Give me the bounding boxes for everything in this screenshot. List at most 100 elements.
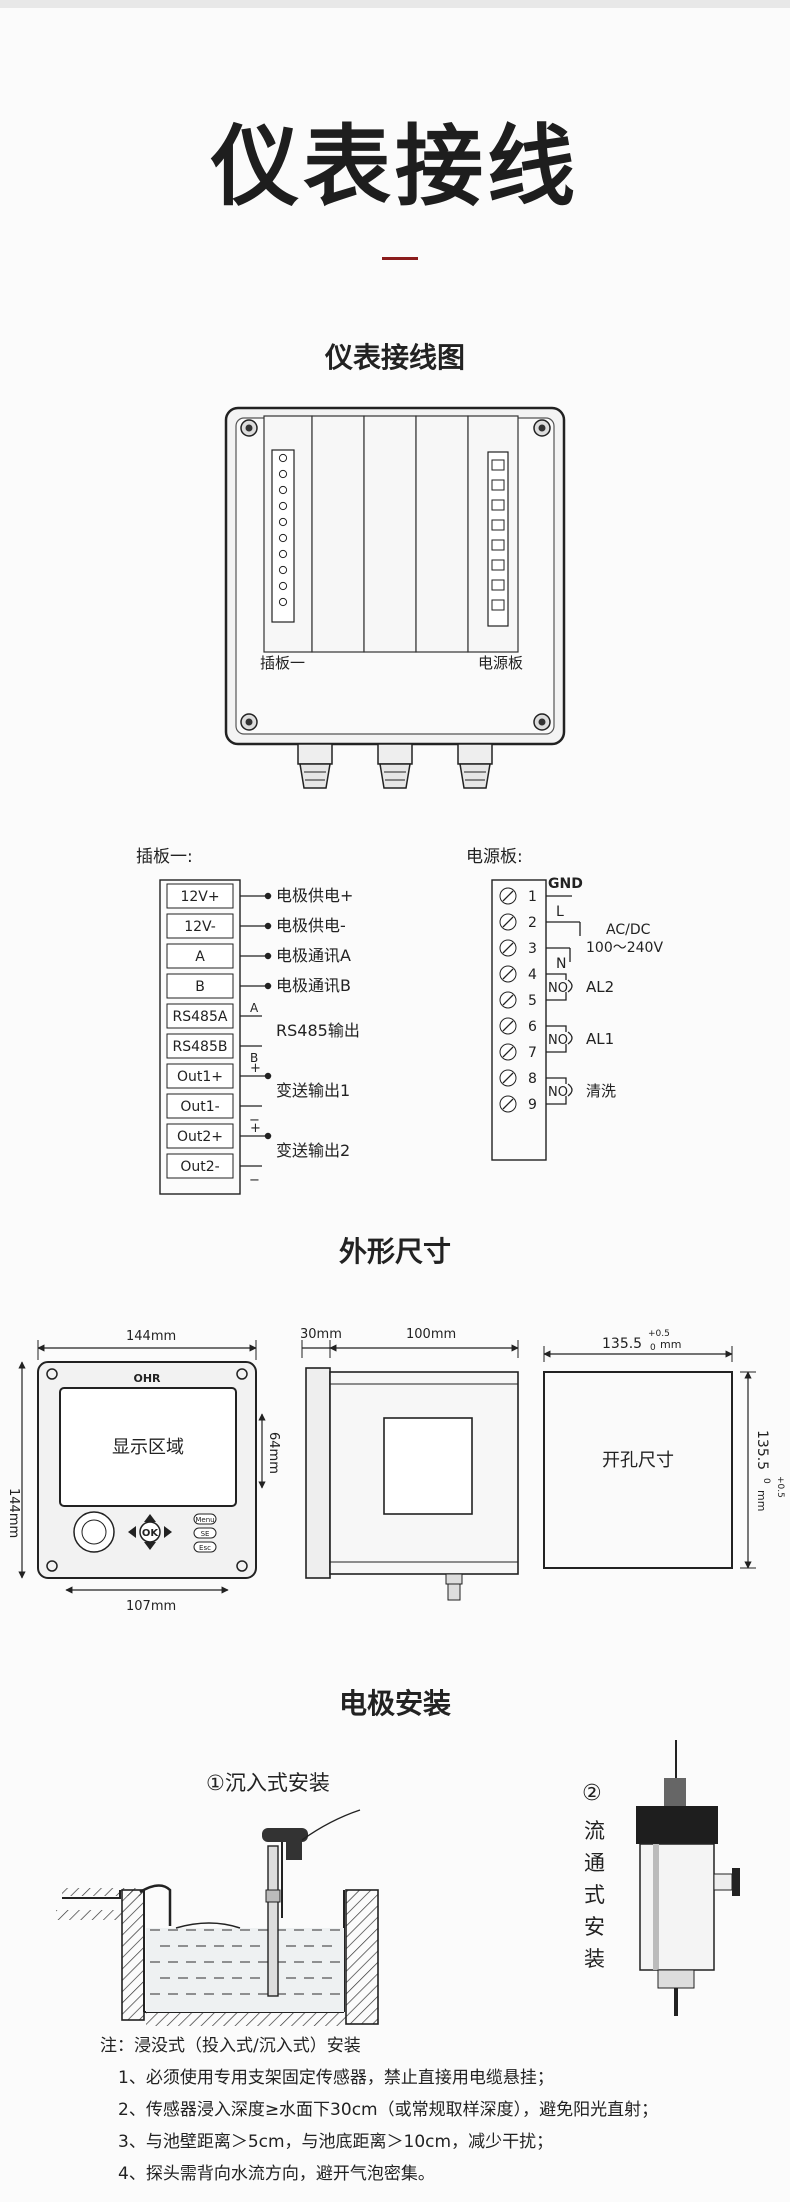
- top-bar: [0, 0, 790, 8]
- install-diagram: ①沉入式安装 ② 流 通 式 安 装: [56, 1740, 740, 2026]
- water: [146, 1928, 344, 2012]
- terminal-4: 4: [499, 965, 537, 983]
- install-notes: 注：浸没式（投入式/沉入式）安装 1、必须使用专用支架固定传感器，禁止直接用电缆…: [100, 2030, 780, 2190]
- display-area-text: 显示区域: [112, 1437, 184, 1458]
- note-item: 1、必须使用专用支架固定传感器，禁止直接用电缆悬挂；: [118, 2068, 554, 2088]
- marker-minus-out1: −: [249, 1113, 260, 1128]
- label-gnd: GND: [548, 876, 583, 892]
- corner-screw: [533, 713, 551, 731]
- dim-front-height: 144mm: [6, 1488, 21, 1538]
- marker-plus-out2: +: [250, 1121, 261, 1136]
- terminal-2: 2: [499, 913, 537, 931]
- dim-front-width: 144mm: [126, 1329, 176, 1344]
- dim-bottom-width: 107mm: [126, 1599, 176, 1614]
- terminal-9: 9: [499, 1095, 537, 1113]
- front-panel: OHR 显示区域 OK Menu SE Esc: [37, 1361, 257, 1579]
- signal-electrode-comm-a: 电极通讯A: [276, 946, 351, 965]
- terminal-8: 8: [499, 1069, 537, 1087]
- note-item: 3、与池壁距离＞5cm，与池底距离＞10cm，减少干扰；: [118, 2132, 554, 2152]
- dimensions-diagram: 144mm 144mm OHR 显示区域 OK Menu SE Esc 64mm…: [6, 1327, 785, 1614]
- marker-minus-out2: −: [249, 1173, 260, 1188]
- svg-text:5: 5: [528, 993, 537, 1009]
- power-board-title: 电源板:: [466, 847, 523, 867]
- board1-title: 插板一:: [136, 847, 193, 867]
- signal-rs485-output: RS485输出: [276, 1021, 360, 1040]
- brand-logo: OHR: [133, 1372, 161, 1385]
- svg-text:4: 4: [528, 967, 537, 983]
- dim-display-height: 64mm: [266, 1432, 281, 1474]
- board1-terminal-strip: [271, 449, 295, 623]
- section-title-dimensions: 外形尺寸: [338, 1235, 451, 1268]
- signal-analog-output-2: 变送输出2: [276, 1141, 350, 1160]
- flow-install-char-2: 通: [584, 1851, 605, 1875]
- svg-text:1: 1: [528, 889, 537, 905]
- cable-gland: [457, 743, 493, 789]
- menu-button-label: Menu: [195, 1516, 214, 1524]
- marker-plus-out1: +: [250, 1061, 261, 1076]
- terminal-b: B: [195, 979, 205, 995]
- dim-cutout-width-tol-zero: 0: [650, 1343, 656, 1353]
- svg-text:6: 6: [528, 1019, 537, 1035]
- dim-cutout-height-unit: mm: [755, 1490, 768, 1511]
- notes-heading: 注：浸没式（投入式/沉入式）安装: [100, 2036, 361, 2056]
- flow-install-number: ②: [582, 1781, 602, 1806]
- terminal-out2-minus: Out2-: [180, 1159, 219, 1175]
- label-al1: AL1: [586, 1030, 614, 1048]
- signal-analog-output-1: 变送输出1: [276, 1081, 350, 1100]
- arrow-right-icon: [164, 1526, 172, 1538]
- svg-text:8: 8: [528, 1071, 537, 1087]
- cable-gland: [445, 1573, 463, 1601]
- signal-electrode-power-minus: 电极供电-: [276, 916, 346, 935]
- wiring-terminals: 插板一: 12V+ 12V- A B RS485A RS485B Out1+ O…: [136, 847, 663, 1195]
- terminal-out2-plus: Out2+: [177, 1129, 223, 1145]
- side-view: [305, 1367, 519, 1601]
- page-title: 仪表接线: [210, 115, 579, 218]
- arrow-left-icon: [128, 1526, 136, 1538]
- cutout-square: [543, 1371, 733, 1569]
- terminal-12v-minus: 12V-: [184, 919, 216, 935]
- signal-electrode-comm-b: 电极通讯B: [276, 976, 351, 995]
- title-rule: [382, 257, 418, 260]
- dim-cutout-width-tol-plus: +0.5: [648, 1329, 670, 1339]
- label-al2: AL2: [586, 978, 614, 996]
- board1-terminal-block: 12V+ 12V- A B RS485A RS485B Out1+ Out1- …: [159, 879, 241, 1195]
- probe-bracket: [262, 1809, 361, 1997]
- ok-button-label: OK: [142, 1528, 160, 1539]
- corner-screw: [240, 419, 258, 437]
- corner-screw: [533, 419, 551, 437]
- enclosure-power-label: 电源板: [478, 654, 523, 672]
- terminal-out1-plus: Out1+: [177, 1069, 223, 1085]
- terminal-a: A: [195, 949, 205, 965]
- section-title-wiring: 仪表接线图: [324, 341, 465, 374]
- immersion-install-title: ①沉入式安装: [206, 1771, 330, 1795]
- label-acdc: AC/DC: [606, 922, 651, 938]
- dim-side-depth: 100mm: [406, 1327, 456, 1342]
- label-clean: 清洗: [586, 1082, 616, 1100]
- power-terminal-block: 1 2 3 4 5 6 7 8 9: [491, 879, 547, 1161]
- marker-a: A: [250, 1001, 259, 1015]
- terminal-rs485a: RS485A: [173, 1009, 228, 1025]
- se-button-label: SE: [201, 1530, 210, 1538]
- cutout-text: 开孔尺寸: [602, 1450, 674, 1471]
- cable-gland: [297, 743, 333, 789]
- signal-electrode-power-plus: 电极供电+: [276, 886, 353, 905]
- flow-install-char-4: 安: [584, 1915, 605, 1939]
- flow-install-char-1: 流: [584, 1819, 605, 1843]
- arrow-up-icon: [144, 1514, 156, 1522]
- terminal-5: 5: [499, 991, 537, 1009]
- flow-install-char-5: 装: [584, 1947, 605, 1971]
- dim-cutout-height: 135.5: [754, 1430, 770, 1470]
- arrow-down-icon: [144, 1542, 156, 1550]
- marker-b: B: [250, 1051, 258, 1065]
- terminal-1: 1: [499, 887, 537, 905]
- label-voltage: 100～240V: [586, 940, 663, 956]
- terminal-3: 3: [499, 939, 537, 957]
- dim-side-front: 30mm: [300, 1327, 342, 1342]
- label-l: L: [556, 904, 564, 920]
- svg-text:2: 2: [528, 915, 537, 931]
- dim-cutout-height-tol-plus: +0.5: [775, 1476, 785, 1498]
- terminal-out1-minus: Out1-: [180, 1099, 219, 1115]
- enclosure-diagram: 插板一 电源板: [224, 406, 566, 789]
- enclosure-board1-label: 插板一: [260, 654, 305, 672]
- label-no-al2: NO: [548, 981, 568, 996]
